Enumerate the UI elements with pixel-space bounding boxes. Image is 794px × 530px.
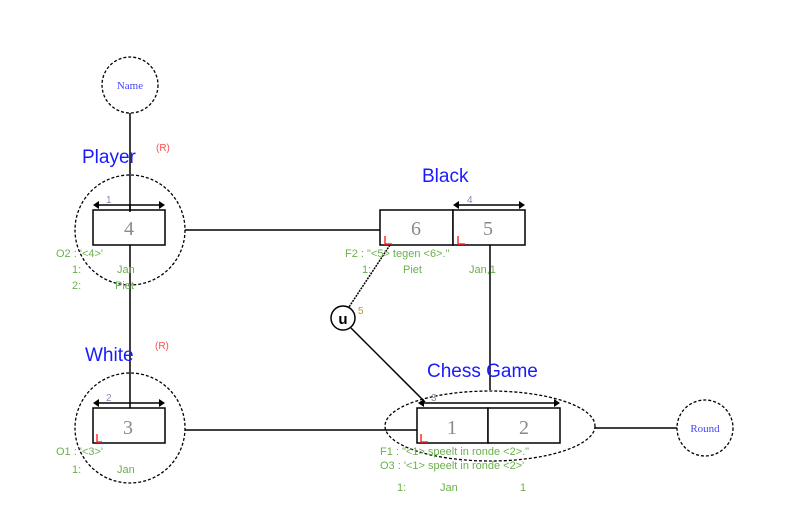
population-index: 1: <box>72 464 81 476</box>
population-value: 1 <box>520 482 526 494</box>
population-value: Piet <box>115 280 134 292</box>
population-value: Piet <box>403 264 422 276</box>
mandatory-mark <box>420 434 428 443</box>
role-box[interactable] <box>92 209 166 246</box>
value-type-round-label: Round <box>690 423 720 435</box>
population-value: Jan <box>117 264 135 276</box>
external-uniqueness-constraint[interactable]: u 5 <box>330 305 364 331</box>
uniqueness-number: 1 <box>106 195 112 206</box>
constraint-text: O1 : '<3>' <box>56 446 103 458</box>
role-box[interactable] <box>487 407 561 444</box>
role-number: 4 <box>124 218 134 240</box>
value-type-name[interactable]: Name <box>101 56 159 114</box>
mandatory-mark <box>96 434 102 443</box>
role-box[interactable] <box>379 209 454 246</box>
population-value: Jan <box>117 464 135 476</box>
population-value: Jan <box>440 482 458 494</box>
population-value: Jan,1 <box>469 264 496 276</box>
connector-u-black <box>348 244 391 308</box>
population-index: 1: <box>72 264 81 276</box>
entity-player[interactable]: Player (R) 1 4 O2 : '<4>' 1: Jan 2: Piet <box>56 143 186 292</box>
role-box[interactable] <box>416 407 489 444</box>
uniqueness-number: 3 <box>431 393 437 404</box>
uniqueness-number: 2 <box>106 393 112 404</box>
role-number: 1 <box>447 417 457 439</box>
value-type-name-label: Name <box>117 80 143 92</box>
white-marker: (R) <box>155 341 169 352</box>
population-index: 1: <box>362 264 371 276</box>
constraint-number: 5 <box>358 306 364 317</box>
black-label: Black <box>422 166 469 187</box>
population-index: 1: <box>397 482 406 494</box>
constraint-text: F2 : "<5> tegen <6>." <box>345 248 450 260</box>
constraint-text: O2 : '<4>' <box>56 248 103 260</box>
white-label: White <box>85 345 134 366</box>
role-box[interactable] <box>92 407 166 444</box>
mandatory-mark <box>457 236 465 245</box>
fact-type-black[interactable]: Black 4 6 5 F2 : "<5> tegen <6>." 1: Pie… <box>345 166 526 276</box>
population-index: 2: <box>72 280 81 292</box>
role-number: 6 <box>411 218 421 240</box>
connector-u-chessgame <box>350 327 426 403</box>
role-number: 5 <box>483 218 493 240</box>
constraint-text: O3 : '<1> speelt in ronde <2>' <box>380 460 524 472</box>
role-number: 2 <box>519 417 529 439</box>
player-label: Player <box>82 147 137 168</box>
fact-type-chess-game[interactable]: Chess Game 3 1 2 F1 : "<1> speelt in ron… <box>380 361 596 494</box>
role-number: 3 <box>123 417 133 439</box>
role-box[interactable] <box>452 209 526 246</box>
player-marker: (R) <box>156 143 170 154</box>
entity-white[interactable]: White (R) 2 3 O1 : '<3>' 1: Jan <box>56 341 186 484</box>
constraint-text: F1 : "<1> speelt in ronde <2>." <box>380 446 529 458</box>
value-type-round[interactable]: Round <box>676 399 734 457</box>
chess-game-label: Chess Game <box>427 361 538 382</box>
mandatory-mark <box>384 236 392 245</box>
uniqueness-number: 4 <box>467 195 473 206</box>
u-symbol: u <box>338 311 347 328</box>
